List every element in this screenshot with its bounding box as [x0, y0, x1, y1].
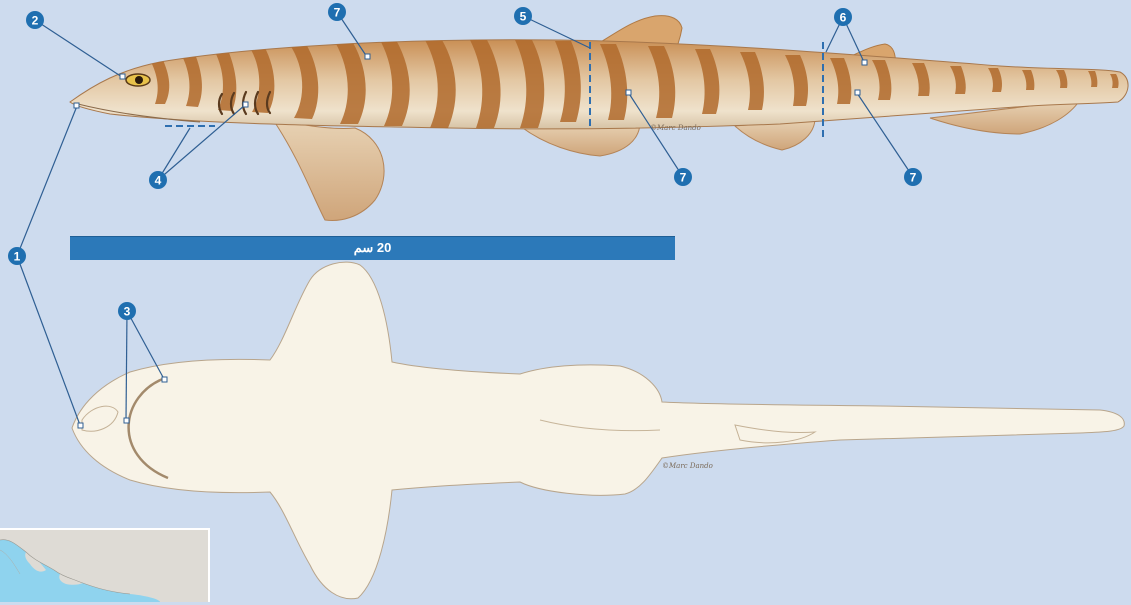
illustration-credit-lateral: ©Marc Dando — [650, 124, 701, 132]
callout-6: 6 — [834, 8, 852, 26]
callout-1: 1 — [8, 247, 26, 265]
pectoral-fin — [272, 118, 384, 220]
lateral-shark-illustration: ©Marc Dando — [70, 16, 1128, 221]
ventral-body — [72, 262, 1124, 599]
callout-7-mid: 7 — [674, 168, 692, 186]
svg-text:3: 3 — [124, 305, 131, 319]
ventral-shark-illustration: ©Marc Dando — [72, 262, 1124, 599]
svg-text:5: 5 — [520, 10, 527, 24]
region-map-inset — [0, 528, 210, 602]
scale-bar-label: 20 سم — [354, 240, 392, 255]
svg-text:7: 7 — [680, 171, 687, 185]
callout-4: 4 — [149, 171, 167, 189]
svg-text:4: 4 — [155, 174, 162, 188]
svg-text:7: 7 — [910, 171, 917, 185]
scale-bar: 20 سم — [70, 236, 675, 260]
svg-text:6: 6 — [840, 11, 847, 25]
svg-text:1: 1 — [14, 250, 21, 264]
callout-7-tail: 7 — [904, 168, 922, 186]
callout-5: 5 — [514, 7, 532, 25]
illustration-credit-ventral: ©Marc Dando — [662, 462, 713, 470]
callout-7-top: 7 — [328, 3, 346, 21]
svg-text:7: 7 — [334, 6, 341, 20]
region-map-icon — [0, 530, 208, 602]
callout-2: 2 — [26, 11, 44, 29]
callout-3: 3 — [118, 302, 136, 320]
svg-text:2: 2 — [32, 14, 39, 28]
